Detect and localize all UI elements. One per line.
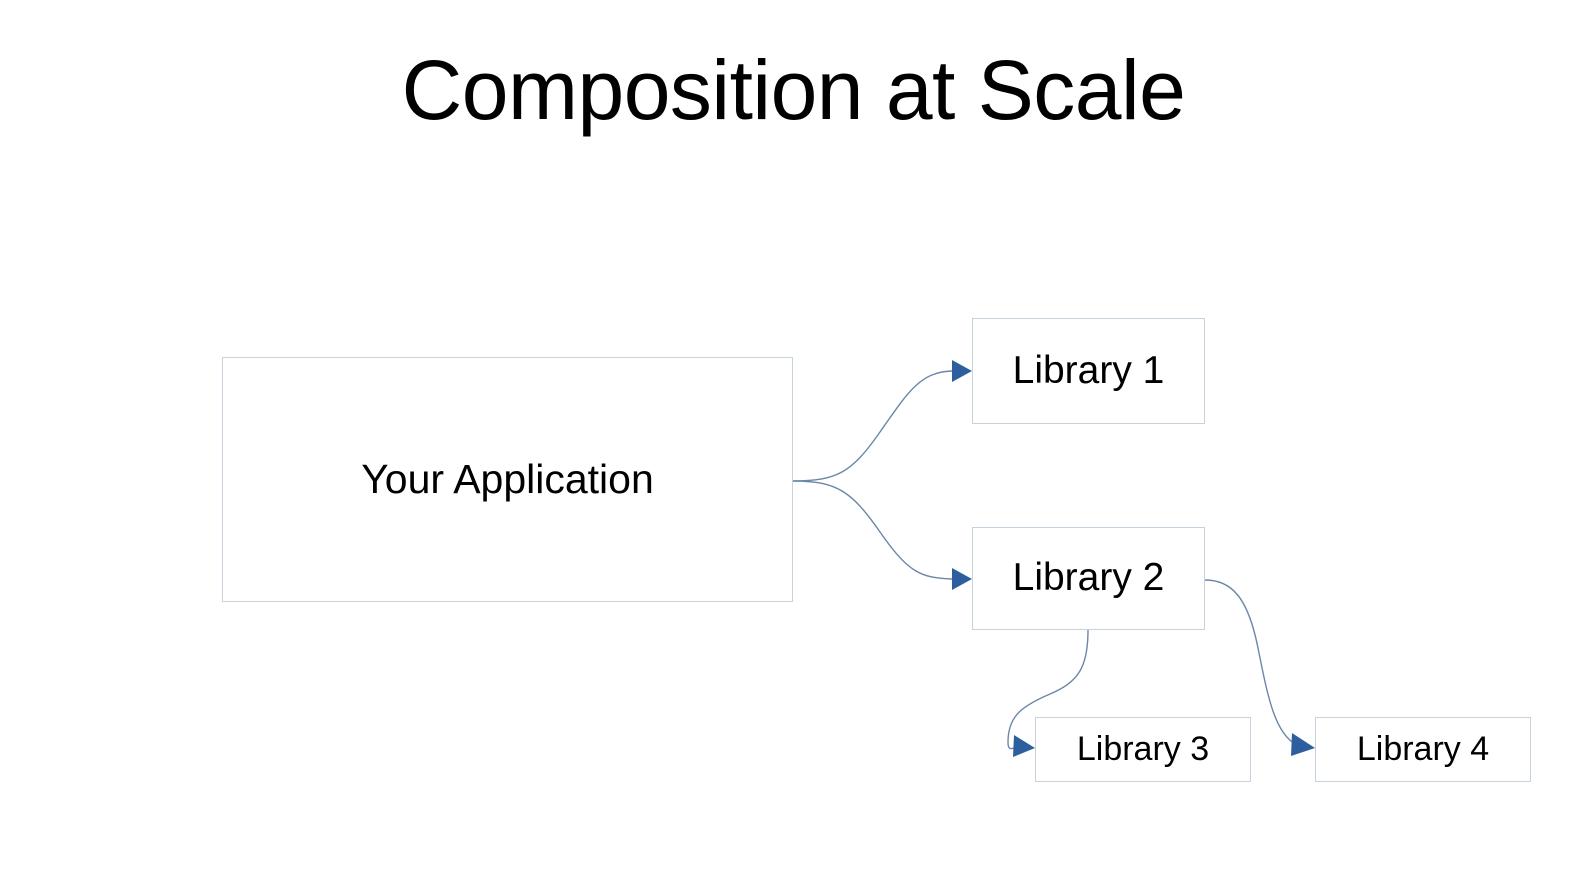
node-library-3[interactable]: Library 3 (1035, 717, 1251, 782)
arrowhead-library1 (952, 360, 972, 382)
page-title: Composition at Scale (401, 43, 1186, 137)
arrowhead-library2 (952, 568, 972, 590)
node-label-your-application: Your Application (361, 455, 654, 502)
node-label-library-1: Library 1 (1012, 348, 1165, 392)
connector-app-to-library2 (792, 480, 953, 580)
arrowhead-library4 (1291, 733, 1315, 756)
arrowhead-library3 (1013, 735, 1035, 757)
node-library-1[interactable]: Library 1 (972, 318, 1205, 424)
node-library-4[interactable]: Library 4 (1315, 717, 1531, 782)
node-label-library-4: Library 4 (1356, 729, 1490, 768)
connector-app-to-library1 (792, 370, 953, 482)
node-your-application[interactable]: Your Application (222, 357, 793, 602)
node-label-library-2: Library 2 (1012, 556, 1165, 600)
node-library-2[interactable]: Library 2 (972, 527, 1205, 630)
node-label-library-3: Library 3 (1076, 729, 1210, 768)
